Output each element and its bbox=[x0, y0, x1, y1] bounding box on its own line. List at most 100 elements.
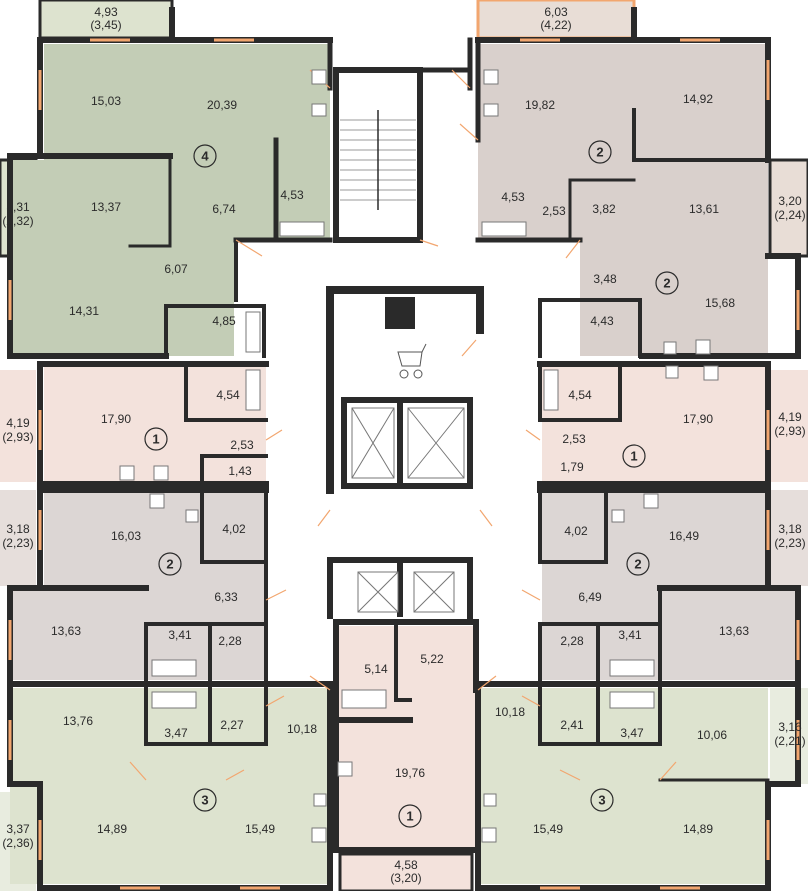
balcony-area-label: 3,16 bbox=[778, 720, 802, 734]
room-area-label: 2,53 bbox=[542, 204, 566, 218]
stove-icon bbox=[311, 827, 327, 843]
room-area-label: 4,53 bbox=[280, 188, 304, 202]
balcony bbox=[768, 158, 808, 258]
balcony-area-sub: (2,21) bbox=[774, 734, 805, 748]
apartment-number: 2 bbox=[634, 556, 641, 571]
balcony-area-label: 3,18 bbox=[6, 522, 30, 536]
balcony-area-label: 3,31 bbox=[6, 200, 30, 214]
bathtub-icon bbox=[481, 221, 527, 237]
sink-icon bbox=[663, 341, 677, 355]
apartment-number-circle bbox=[158, 552, 182, 576]
balcony bbox=[338, 852, 474, 891]
apartment-number-circle bbox=[588, 140, 612, 164]
stove-icon bbox=[311, 69, 327, 85]
room-area-label: 3,48 bbox=[593, 272, 617, 286]
stove-icon bbox=[119, 465, 135, 481]
room-area-label: 19,76 bbox=[395, 766, 425, 780]
bathtub-icon bbox=[609, 659, 655, 677]
apt3-left-area bbox=[10, 688, 330, 884]
apartment-number-circle bbox=[655, 271, 679, 295]
room-area-label: 13,63 bbox=[51, 624, 81, 638]
windows bbox=[8, 38, 800, 890]
room-area-label: 16,49 bbox=[669, 529, 699, 543]
room-area-label: 15,03 bbox=[91, 94, 121, 108]
room-area-label: 2,53 bbox=[230, 438, 254, 452]
balcony-area-sub: (4,22) bbox=[540, 18, 571, 32]
balcony-area-label: 4,19 bbox=[778, 410, 802, 424]
apartment-number: 3 bbox=[598, 792, 605, 807]
room-area-label: 2,53 bbox=[562, 432, 586, 446]
room-area-label: 4,02 bbox=[564, 524, 588, 538]
sink-icon bbox=[611, 509, 625, 523]
apartment-number-circle bbox=[622, 444, 646, 468]
bathtub-icon bbox=[245, 369, 261, 411]
apartment-number: 1 bbox=[630, 448, 637, 463]
apt1-left-area bbox=[44, 364, 266, 484]
room-area-label: 6,74 bbox=[212, 202, 236, 216]
stove-icon bbox=[695, 339, 711, 355]
room-area-label: 6,49 bbox=[578, 590, 602, 604]
apartment-number: 2 bbox=[166, 556, 173, 571]
bathtub-icon bbox=[543, 369, 559, 411]
balcony-area-sub: (3,45) bbox=[90, 18, 121, 32]
balcony-area-sub: (2,23) bbox=[2, 536, 33, 550]
room-area-label: 4,53 bbox=[501, 190, 525, 204]
balcony bbox=[476, 0, 636, 40]
apartment-number: 4 bbox=[201, 148, 209, 163]
balcony bbox=[770, 370, 808, 482]
stove-icon bbox=[337, 761, 353, 777]
room-area-label: 5,22 bbox=[420, 652, 444, 666]
room-area-label: 14,89 bbox=[683, 822, 713, 836]
apt1-right-area bbox=[542, 364, 768, 484]
stove-icon bbox=[643, 493, 659, 509]
room-area-label: 10,18 bbox=[495, 705, 525, 719]
balcony-area-sub: (2,24) bbox=[774, 208, 805, 222]
room-area-label: 19,82 bbox=[525, 98, 555, 112]
bathtub-icon bbox=[341, 689, 387, 709]
room-area-label: 2,28 bbox=[218, 634, 242, 648]
bathtub-icon bbox=[609, 691, 655, 709]
room-area-label: 3,47 bbox=[164, 726, 188, 740]
sink-icon bbox=[185, 509, 199, 523]
room-area-label: 4,43 bbox=[590, 314, 614, 328]
room-area-label: 14,31 bbox=[69, 304, 99, 318]
balcony-area-label: 4,93 bbox=[94, 5, 118, 19]
sink-icon bbox=[313, 793, 327, 807]
room-area-label: 15,49 bbox=[533, 822, 563, 836]
room-area-label: 4,85 bbox=[212, 314, 236, 328]
balcony-area-sub: (2,93) bbox=[774, 424, 805, 438]
room-area-label: 2,28 bbox=[560, 634, 584, 648]
walls bbox=[7, 7, 801, 891]
room-area-label: 20,39 bbox=[207, 98, 237, 112]
apartment-number-circle bbox=[193, 788, 217, 812]
balcony-area-label: 6,03 bbox=[544, 5, 568, 19]
stair-treads bbox=[340, 110, 416, 210]
apartment-number-circle bbox=[193, 144, 217, 168]
stove-icon bbox=[481, 827, 497, 843]
room-area-label: 13,37 bbox=[91, 200, 121, 214]
room-area-label: 4,54 bbox=[568, 388, 592, 402]
stove-icon bbox=[483, 69, 499, 85]
room-area-label: 17,90 bbox=[101, 412, 131, 426]
bathtub-icon bbox=[279, 221, 325, 237]
bathtub-icon bbox=[245, 311, 261, 353]
balcony-area-label: 4,19 bbox=[6, 416, 30, 430]
room-area-label: 17,90 bbox=[683, 412, 713, 426]
room-labels: 4,93 (3,45) 6,03 (4,22) 15,03 20,39 4 13… bbox=[2, 5, 805, 885]
apt2-right-area2 bbox=[542, 588, 798, 680]
room-area-label: 5,14 bbox=[364, 662, 388, 676]
room-area-label: 13,61 bbox=[689, 202, 719, 216]
room-area-label: 6,07 bbox=[164, 262, 188, 276]
sink-icon bbox=[665, 365, 679, 379]
room-area-label: 3,82 bbox=[592, 202, 616, 216]
stove-icon bbox=[149, 493, 165, 509]
room-area-label: 4,54 bbox=[216, 388, 240, 402]
balcony bbox=[770, 688, 808, 784]
room-area-label: 10,18 bbox=[287, 722, 317, 736]
room-area-label: 4,02 bbox=[222, 522, 246, 536]
balcony-area-sub: (3,20) bbox=[390, 871, 421, 885]
room-area-label: 1,79 bbox=[560, 460, 584, 474]
apartment-number: 1 bbox=[406, 808, 413, 823]
apt3-right-area bbox=[478, 688, 768, 884]
